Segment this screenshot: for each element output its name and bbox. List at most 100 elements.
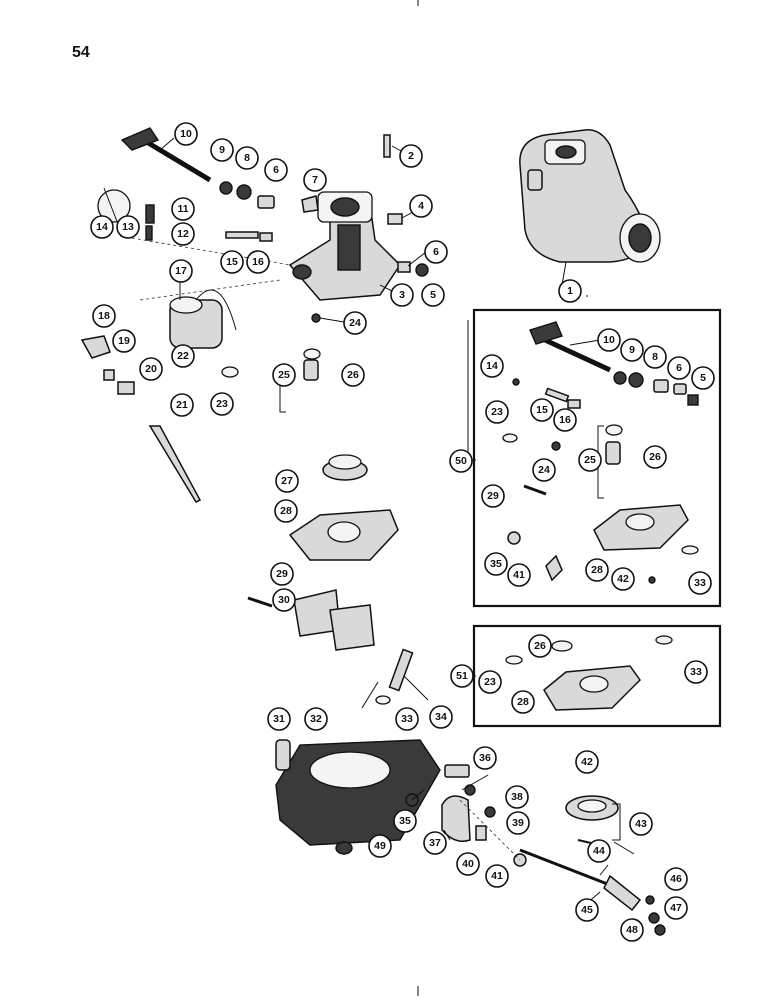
svg-text:35: 35 [399, 815, 411, 827]
svg-text:2: 2 [408, 150, 414, 162]
svg-text:40: 40 [462, 858, 474, 870]
callout-8: 8 [235, 146, 259, 170]
svg-text:18: 18 [98, 310, 110, 322]
callout-28: 28 [274, 499, 298, 523]
svg-text:24: 24 [538, 464, 550, 476]
callout-20: 20 [139, 357, 163, 381]
callout-29: 29 [270, 562, 294, 586]
callout-4: 4 [409, 194, 433, 218]
callout-30: 30 [272, 588, 296, 612]
svg-text:26: 26 [347, 369, 359, 381]
callout-14: 14 [90, 215, 114, 239]
kit50-callout-41: 41 [507, 563, 531, 587]
svg-text:51: 51 [456, 670, 468, 682]
kit51-callout-26: 26 [528, 634, 552, 658]
svg-text:49: 49 [374, 840, 386, 852]
callout-49: 49 [368, 834, 392, 858]
callout-5: 5 [421, 283, 445, 307]
svg-text:1: 1 [567, 285, 573, 297]
callout-23: 23 [210, 392, 234, 416]
callout-19: 19 [112, 329, 136, 353]
needle-valve-group [80, 289, 239, 503]
callout-6b: 6 [424, 240, 448, 264]
svg-text:25: 25 [584, 454, 596, 466]
svg-text:15: 15 [536, 404, 548, 416]
svg-text:8: 8 [244, 152, 250, 164]
svg-text:35: 35 [490, 558, 502, 570]
svg-text:16: 16 [252, 256, 264, 268]
svg-text:42: 42 [617, 573, 629, 585]
svg-text:16: 16 [559, 414, 571, 426]
svg-text:22: 22 [177, 350, 189, 362]
callout-16: 16 [246, 250, 270, 274]
kit50-callout-33: 33 [688, 571, 712, 595]
callout-33: 33 [395, 707, 419, 731]
kit50-callout-26: 26 [643, 445, 667, 469]
kit50-callout-35: 35 [484, 552, 508, 576]
kit50-callout-16: 16 [553, 408, 577, 432]
kit50-callout-28: 28 [585, 558, 609, 582]
svg-text:6: 6 [273, 164, 279, 176]
callout-13: 13 [116, 215, 140, 239]
svg-text:28: 28 [591, 564, 603, 576]
svg-text:41: 41 [491, 870, 503, 882]
svg-text:9: 9 [219, 144, 225, 156]
svg-text:7: 7 [312, 174, 318, 186]
svg-text:23: 23 [216, 398, 228, 410]
callout-40: 40 [456, 852, 480, 876]
callout-3: 3 [390, 283, 414, 307]
callout-1: 1 [558, 279, 582, 303]
lower-parts-group [441, 764, 666, 936]
svg-text:47: 47 [670, 902, 682, 914]
kit50-callout-15: 15 [530, 398, 554, 422]
callout-11: 11 [171, 197, 195, 221]
callout-7: 7 [303, 168, 327, 192]
svg-text:15: 15 [226, 256, 238, 268]
callout-2: 2 [399, 144, 423, 168]
callout-42: 42 [575, 750, 599, 774]
callout-24: 24 [343, 311, 367, 335]
callout-22: 22 [171, 344, 195, 368]
kit50-callout-5: 5 [691, 366, 715, 390]
svg-text:8: 8 [652, 351, 658, 363]
kit50-callout-42: 42 [611, 567, 635, 591]
svg-text:27: 27 [281, 475, 293, 487]
svg-text:5: 5 [430, 289, 436, 301]
svg-text:19: 19 [118, 335, 130, 347]
carburetor-assembly-drawing [519, 129, 661, 263]
small-parts-upper [219, 134, 429, 323]
svg-text:29: 29 [276, 568, 288, 580]
svg-text:43: 43 [635, 818, 647, 830]
callout-41: 41 [485, 864, 509, 888]
svg-text:50: 50 [455, 455, 467, 467]
svg-text:10: 10 [180, 128, 192, 140]
callout-6: 6 [264, 158, 288, 182]
svg-text:29: 29 [487, 490, 499, 502]
callout-17: 17 [169, 259, 193, 283]
callout-38: 38 [505, 785, 529, 809]
svg-text:11: 11 [177, 203, 188, 215]
svg-text:28: 28 [517, 696, 529, 708]
svg-text:31: 31 [273, 713, 285, 725]
kit50-callout-8: 8 [643, 345, 667, 369]
kit51-callout-28: 28 [511, 690, 535, 714]
kit50-callout-6: 6 [667, 356, 691, 380]
callout-21: 21 [170, 393, 194, 417]
svg-text:17: 17 [175, 265, 187, 277]
svg-text:14: 14 [96, 221, 108, 233]
throttle-body-drawing [288, 191, 401, 301]
svg-text:32: 32 [310, 713, 322, 725]
callout-37: 37 [423, 831, 447, 855]
svg-text:6: 6 [676, 362, 682, 374]
callout-15: 15 [220, 250, 244, 274]
callout-9: 9 [210, 138, 234, 162]
callout-43: 43 [629, 812, 653, 836]
svg-text:34: 34 [435, 711, 447, 723]
svg-text:4: 4 [418, 200, 424, 212]
callout-39: 39 [506, 811, 530, 835]
callout-45: 45 [575, 898, 599, 922]
callout-44: 44 [587, 839, 611, 863]
svg-text:42: 42 [581, 756, 593, 768]
svg-text:41: 41 [513, 569, 525, 581]
